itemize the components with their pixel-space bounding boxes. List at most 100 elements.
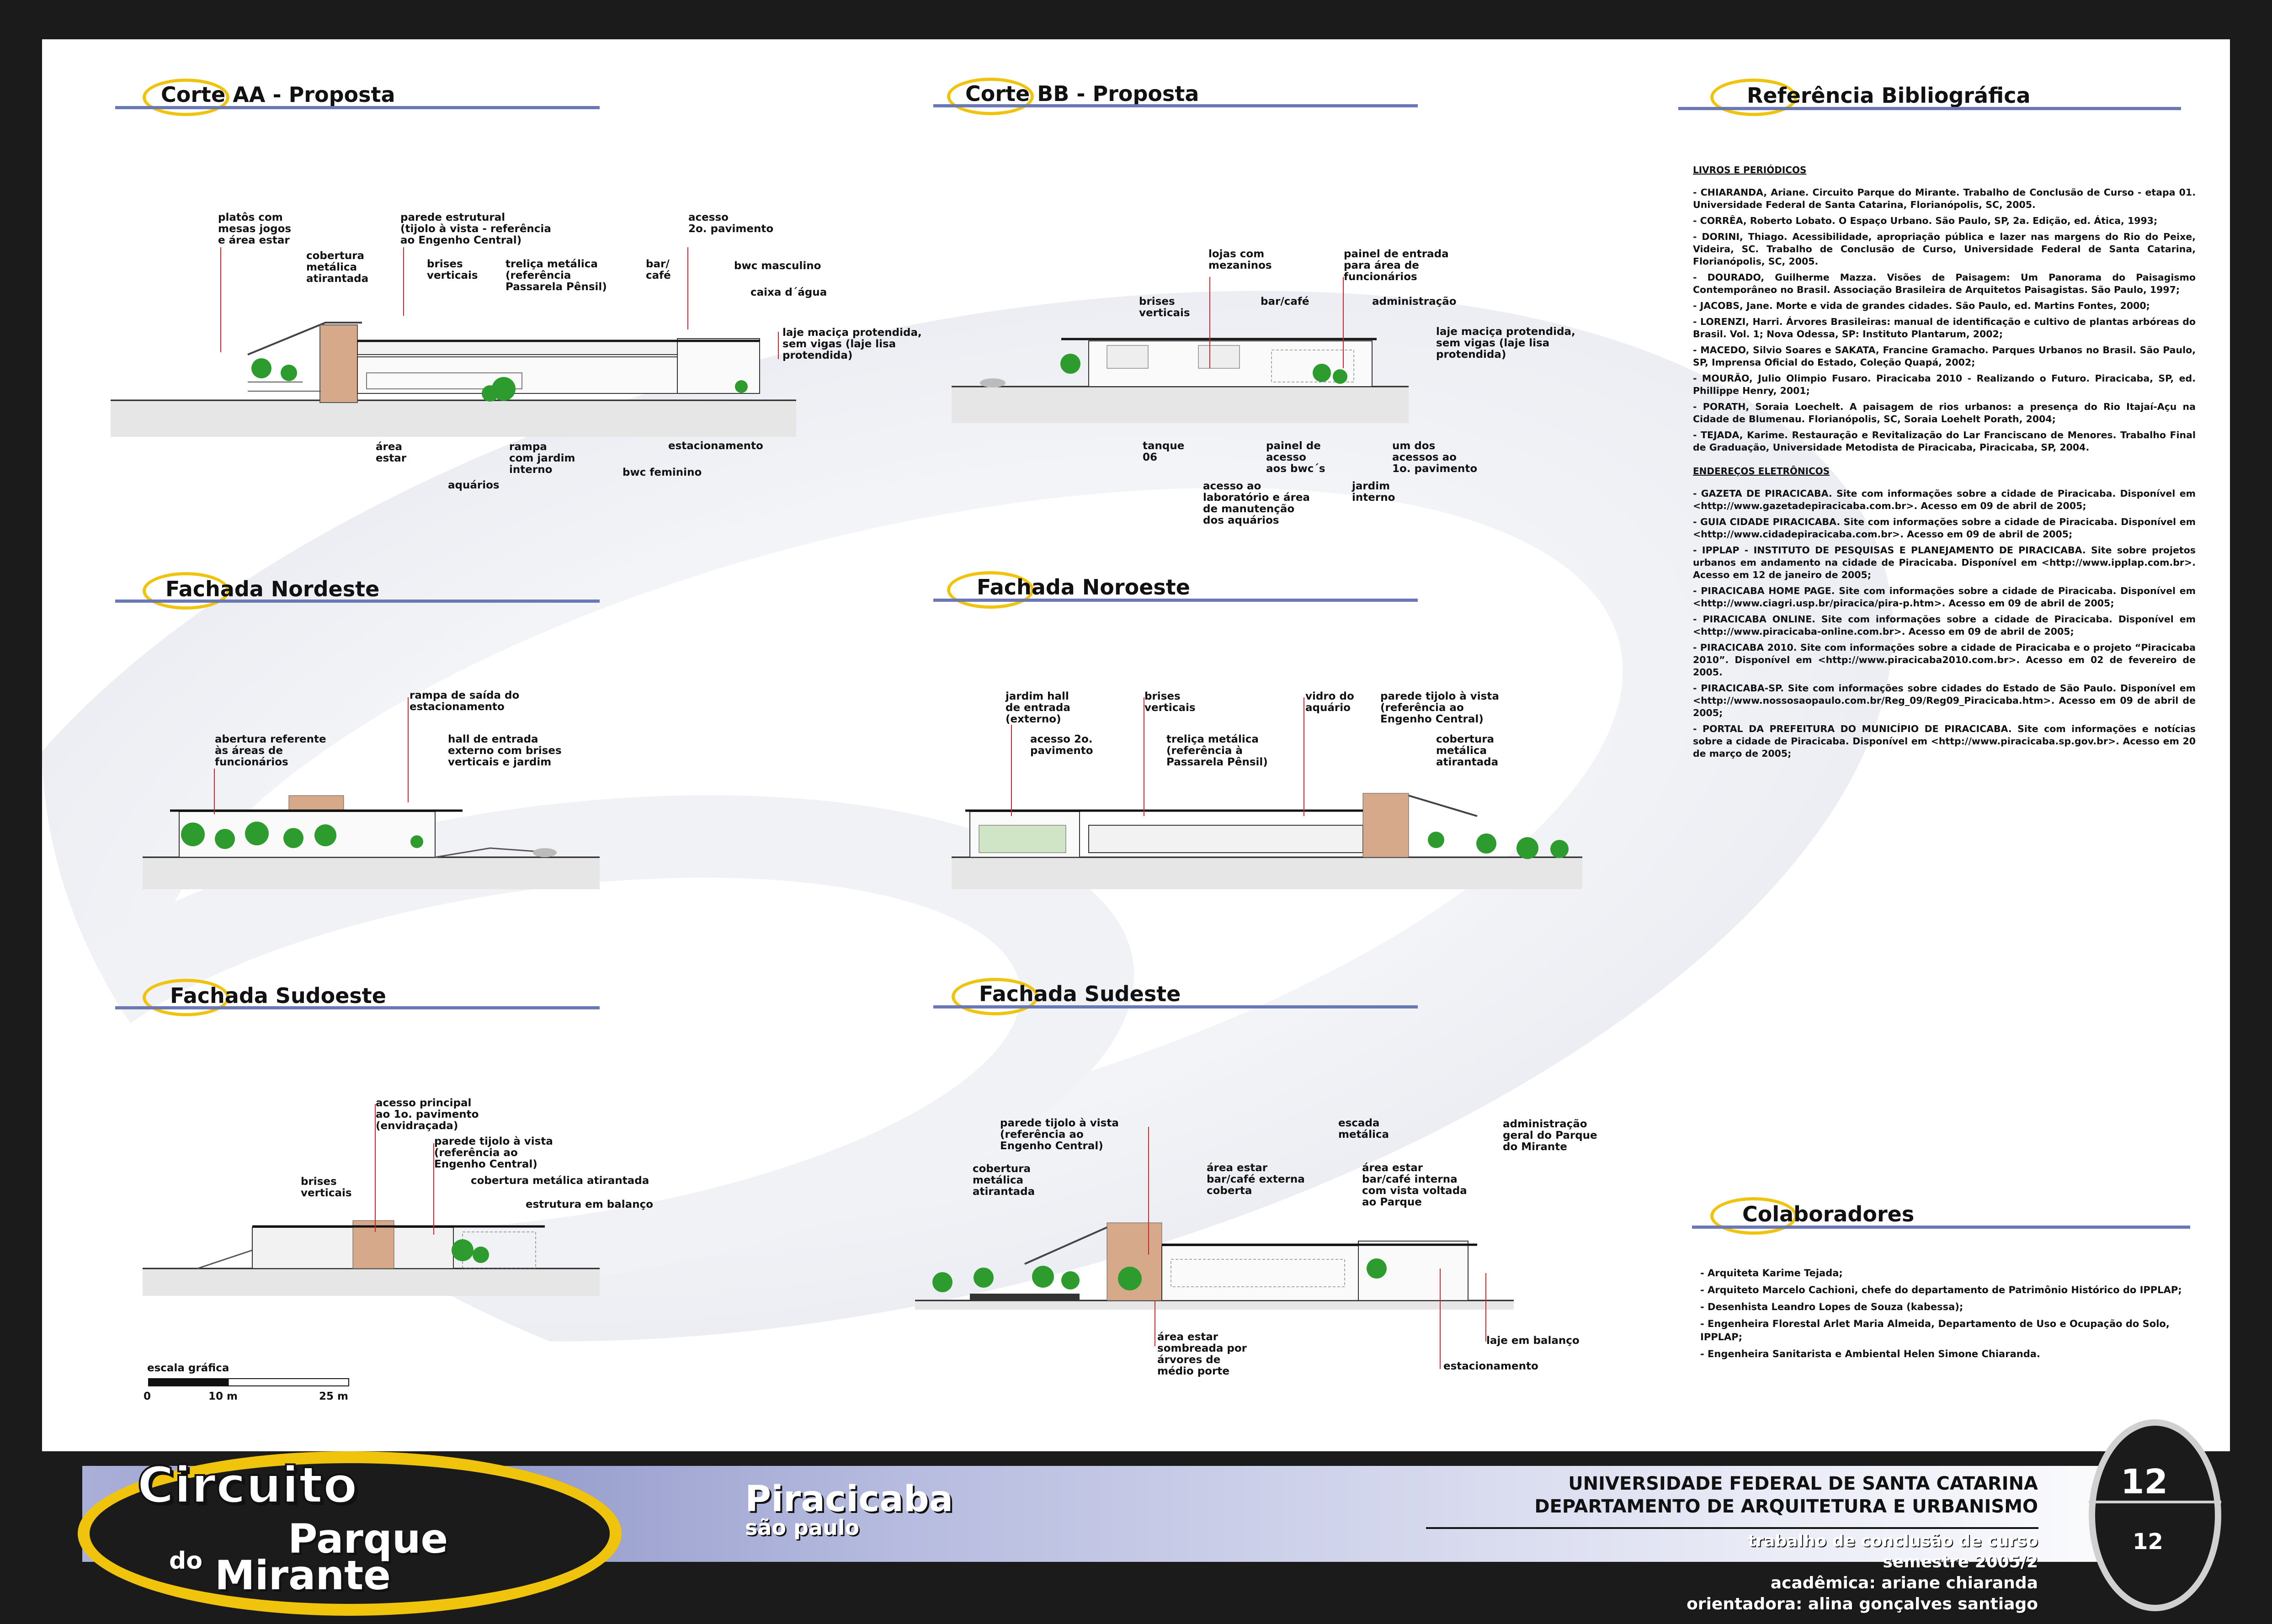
student-name: acadêmica: ariane chiaranda [1770,1574,2038,1592]
callout-label: bwc masculino [734,260,821,272]
callout-label: um dos acessos ao 1o. pavimento [1392,440,1478,475]
callout-label: bwc feminino [623,467,702,478]
callout-label: lojas com mezaninos [1208,248,1272,271]
leader-line [408,697,409,802]
callout-label: brises verticais [1139,296,1190,319]
web-heading: ENDEREÇOS ELETRÔNICOS [1693,466,1830,477]
city-name: Piracicaba [745,1479,953,1520]
callout-label: parede tijolo à vista (referência ao Eng… [434,1136,553,1170]
section-title: Corte BB - Proposta [965,81,1199,106]
collaborator-item: - Engenheira Sanitarista e Ambiental Hel… [1700,1348,2040,1359]
reference-item: - GAZETA DE PIRACICABA. Site com informa… [1693,488,2196,511]
reference-item: - MACEDO, Silvio Soares e SAKATA, Franci… [1693,345,2196,368]
callout-label: platôs com mesas jogos e área estar [218,212,292,246]
collaborator-item: - Arquiteta Karime Tejada; [1700,1268,1843,1279]
title-highlight-ellipse [947,571,1034,609]
callout-label: bar/café [1261,296,1309,308]
drawing-sheet: Corte AA - Proposta platôs com mesas jog… [42,39,2230,1451]
callout-label: brises verticais [301,1176,352,1199]
leader-line [1011,725,1012,816]
callout-label: estacionamento [668,440,763,452]
reference-item: - MOURÃO, Julio Olimpio Fusaro. Piracica… [1693,373,2196,396]
leader-line [1343,277,1344,368]
reference-item: - DOURADO, Guilherme Mazza. Visões de Pa… [1693,272,2196,295]
callout-label: escada metálica [1338,1117,1389,1141]
fachada-sudeste-drawing [915,1222,1514,1310]
callout-label: rampa de saída do estacionamento [410,690,520,713]
reference-item: - PORATH, Soraia Loechelt. A paisagem de… [1693,401,2196,425]
callout-label: área estar [376,441,407,464]
sheet-number-divider [2089,1501,2221,1503]
title-highlight-ellipse [1710,79,1797,116]
section-corte-aa: Corte AA - Proposta [115,76,641,487]
department-name: DEPARTAMENTO DE ARQUITETURA E URBANISMO [1534,1496,2038,1517]
leader-line [778,332,779,359]
leader-line [1209,277,1210,368]
callout-label: treliça metálica (referência à Passarela… [1166,733,1268,768]
title-underline [115,1006,600,1009]
fachada-sudoeste-drawing [143,1220,600,1296]
logo-do: do [169,1547,202,1575]
callout-label: estrutura em balanço [526,1199,654,1210]
footer-divider [1426,1527,2038,1529]
section-references-header: Referência Bibliográfica [1678,76,2199,126]
callout-label: acesso ao laboratório e área de manutenç… [1203,480,1310,526]
callout-label: caixa d´água [750,287,827,298]
reference-item: - PIRACICABA ONLINE. Site com informaçõe… [1693,614,2196,637]
callout-label: laje maciça protendida, sem vigas (laje … [782,327,922,361]
title-underline [1678,107,2181,110]
semester: semestre 2005/2 [1883,1553,2038,1571]
reference-item: - LORENZI, Harri. Árvores Brasileiras: m… [1693,316,2196,340]
fachada-nordeste-drawing [143,795,600,889]
callout-label: estacionamento [1443,1360,1538,1372]
logo-parque: Parque [288,1515,448,1562]
corte-aa-drawing [111,322,796,437]
title-highlight-ellipse [143,79,229,116]
section-fachada-noroeste: Fachada Noroeste [933,569,1459,889]
reference-item: - TEJADA, Karime. Restauração e Revitali… [1693,430,2196,453]
sheet-number: 12 [2121,1462,2168,1502]
logo-mirante: Mirante [215,1552,391,1599]
callout-label: brises verticais [427,258,478,281]
callout-label: parede tijolo à vista (referência ao Eng… [1000,1117,1119,1152]
callout-label: bar/ café [646,258,671,281]
section-corte-bb: Corte BB - Proposta [933,76,1459,487]
callout-label: tanque 06 [1143,440,1185,463]
title-highlight-ellipse [143,572,229,610]
callout-label: laje em balanço [1486,1335,1580,1347]
title-underline [115,106,600,109]
reference-item: - IPPLAP - INSTITUTO DE PESQUISAS E PLAN… [1693,545,2196,580]
collaborators-list: - Arquiteta Karime Tejada; - Arquiteto M… [1700,1267,2198,1364]
scale-tick-label: 0 [144,1390,151,1402]
section-title: Fachada Noroeste [977,575,1190,600]
section-title: Fachada Sudoeste [170,983,386,1008]
callout-label: aquários [448,479,500,491]
callout-label: brises verticais [1144,690,1196,714]
title-highlight-ellipse [1710,1197,1797,1235]
section-fachada-sudeste: Fachada Sudeste [933,976,1459,1342]
callout-label: administração [1372,296,1457,308]
title-highlight-ellipse [143,979,229,1016]
reference-item: - GUIA CIDADE PIRACICABA. Site com infor… [1693,516,2196,540]
section-title: Fachada Nordeste [165,577,380,601]
callout-label: área estar bar/café externa coberta [1207,1162,1305,1197]
callout-label: acesso 2o. pavimento [688,212,774,235]
title-underline [933,599,1418,602]
scale-tick-label: 10 m [208,1390,238,1402]
callout-label: área estar sombreada por árvores de médi… [1157,1331,1247,1377]
callout-label: cobertura metálica atirantada [306,250,369,285]
section-title: Corte AA - Proposta [161,82,395,107]
callout-label: jardim interno [1352,480,1395,504]
callout-label: vidro do aquário [1305,690,1354,714]
reference-item: - PIRACICABA-SP. Site com informações so… [1693,683,2196,718]
callout-label: cobertura metálica atirantada [973,1163,1035,1198]
collaborator-item: - Engenheira Florestal Arlet Maria Almei… [1700,1318,2170,1343]
section-title: Colaboradores [1742,1202,1915,1226]
leader-line [1148,1127,1149,1255]
callout-label: laje maciça protendida, sem vigas (laje … [1436,326,1575,361]
sheet-total: 12 [2133,1529,2163,1555]
collaborator-item: - Arquiteto Marcelo Cachioni, chefe do d… [1700,1284,2182,1295]
corte-bb-drawing [952,338,1409,423]
fachada-noroeste-drawing [952,793,1582,889]
